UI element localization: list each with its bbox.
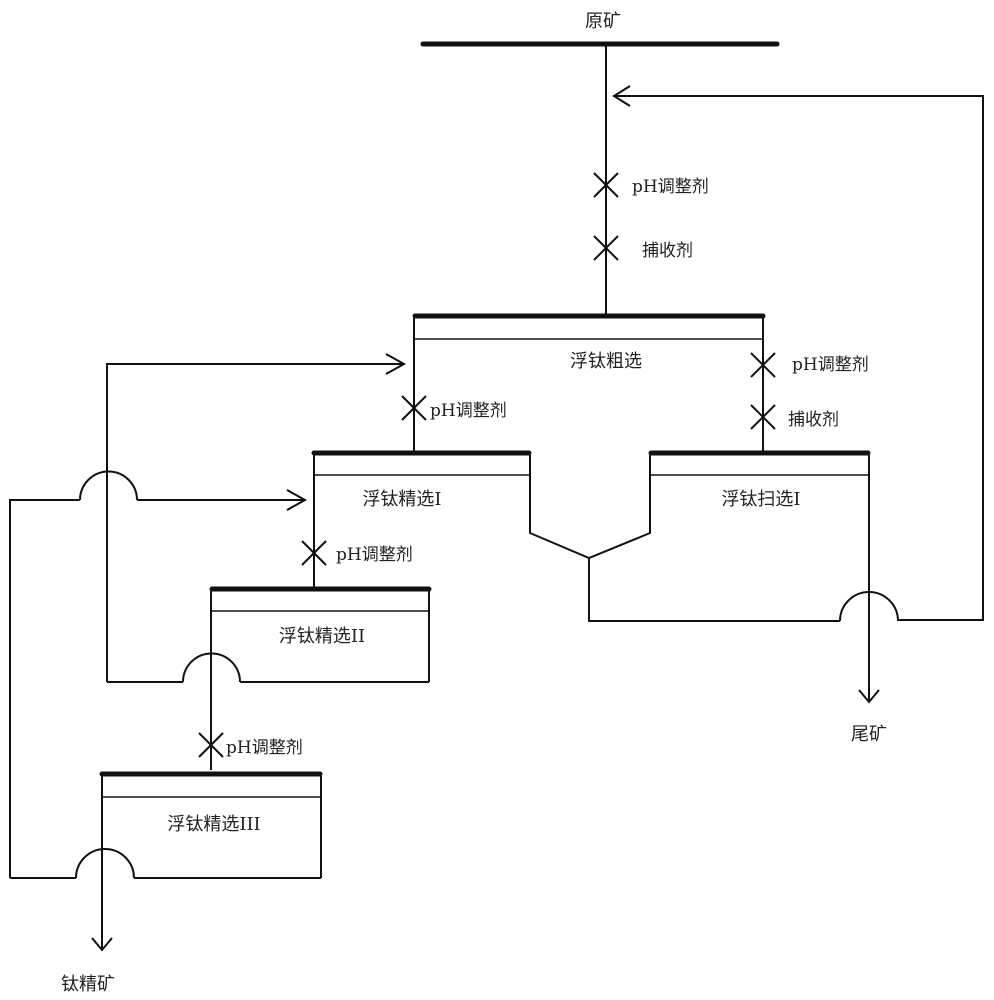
- reagent-label-scavenger-collector: 捕收剂: [788, 410, 839, 430]
- stage-label-scavenger1: 浮钛扫选I: [721, 489, 800, 510]
- stage-cleaner1: [314, 453, 650, 588]
- stage-cleaner3: [10, 774, 321, 950]
- product-label-concentrate: 钛精矿: [61, 974, 115, 995]
- stage-rougher: [414, 316, 763, 452]
- product-label-tailings: 尾矿: [851, 724, 887, 745]
- line-hop: [80, 472, 137, 500]
- reagent-label-feed-ph: pH调整剂: [632, 177, 709, 197]
- stage-label-rougher: 浮钛粗选: [570, 351, 642, 372]
- stage-label-cleaner2: 浮钛精选II: [279, 626, 365, 647]
- stage-label-cleaner1: 浮钛精选I: [362, 489, 441, 510]
- reagent-label-cleaner2-ph: pH调整剂: [336, 545, 413, 565]
- stage-label-cleaner3: 浮钛精选III: [167, 814, 260, 835]
- recycle-line-cleaner3-to-cleaner1: [10, 500, 80, 878]
- reagent-label-cleaner1-ph: pH调整剂: [430, 401, 507, 421]
- reagent-label-scavenger-ph: pH调整剂: [792, 355, 869, 375]
- feed-label: 原矿: [585, 11, 621, 32]
- reagent-label-cleaner3-ph: pH调整剂: [226, 738, 303, 758]
- reagent-label-feed-collector: 捕收剂: [642, 241, 693, 261]
